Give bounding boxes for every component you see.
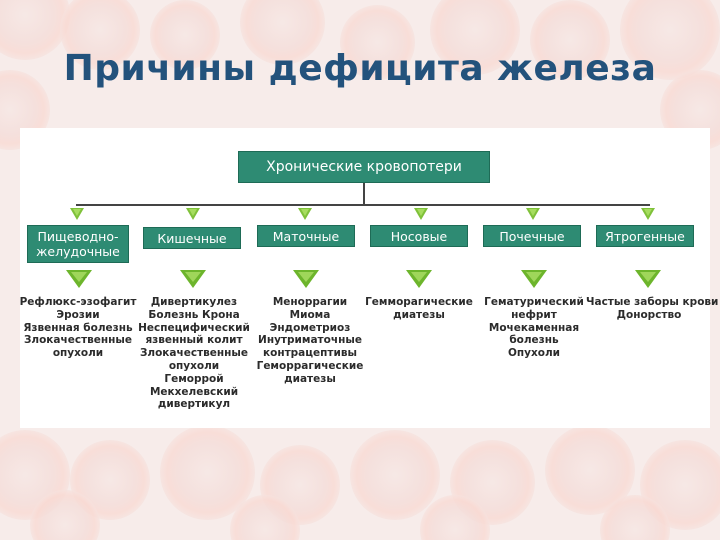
list-item: Инутриматочные — [258, 334, 362, 347]
items-nasal: Гемморагические диатезы — [363, 296, 475, 322]
category-uterine: Маточные — [257, 225, 355, 247]
category-label: Маточные — [272, 228, 340, 244]
list-item: Эндометриоз — [269, 321, 351, 334]
root-connector — [363, 183, 365, 205]
branch-arrow-6 — [641, 208, 655, 220]
branch-arrow-4 — [414, 208, 428, 220]
list-item: болезнь — [509, 334, 559, 347]
category-label: Почечные — [499, 228, 565, 244]
branch-arrow-2 — [186, 208, 200, 220]
down-arrow-4 — [406, 270, 432, 288]
items-iatrogenic: Частые заборы крови Донорство — [586, 296, 719, 322]
list-item: диатезы — [284, 372, 336, 385]
down-arrow-6 — [635, 270, 661, 288]
items-uterine: Меноррагии Миома Эндометриоз Инутриматоч… — [250, 296, 370, 386]
category-label: Ятрогенные — [605, 228, 685, 244]
list-item: контрацептивы — [262, 347, 358, 360]
page-title: Причины дефицита железа — [63, 48, 657, 89]
category-label: Носовые — [390, 228, 448, 244]
list-item: опухоли — [168, 359, 220, 372]
list-item: нефрит — [511, 308, 557, 321]
list-item: Дивертикулез — [150, 296, 238, 308]
list-item: Мекхелевский — [149, 385, 239, 398]
category-intestinal: Кишечные — [143, 227, 241, 249]
list-item: Злокачественные — [23, 334, 133, 347]
list-item: Гематурический — [484, 296, 584, 308]
list-item: Гемморагические — [365, 296, 473, 308]
down-arrow-3 — [293, 270, 319, 288]
branch-line — [76, 204, 650, 206]
down-arrow-1 — [66, 270, 92, 288]
list-item: Неспецифический — [138, 321, 250, 334]
list-item: Донорство — [616, 308, 682, 321]
category-renal: Почечные — [483, 225, 581, 247]
branch-arrow-1 — [70, 208, 84, 220]
list-item: Геморрагические — [256, 359, 364, 372]
down-arrow-2 — [180, 270, 206, 288]
category-label: Кишечные — [157, 230, 227, 246]
branch-arrow-5 — [526, 208, 540, 220]
list-item: диатезы — [393, 308, 445, 321]
category-nasal: Носовые — [370, 225, 468, 247]
category-esophagogastric: Пищеводно- желудочные — [27, 225, 129, 263]
category-iatrogenic: Ятрогенные — [596, 225, 694, 247]
list-item: Злокачественные — [139, 347, 249, 360]
list-item: Опухоли — [507, 347, 561, 360]
category-label-line: Пищеводно- — [37, 229, 119, 244]
list-item: Болезнь Крона — [148, 308, 240, 321]
list-item: язвенный колит — [145, 334, 243, 347]
list-item: Меноррагии — [272, 296, 348, 308]
list-item: Частые заборы крови — [586, 296, 719, 308]
list-item: Эрозии — [56, 308, 100, 321]
root-node: Хронические кровопотери — [238, 151, 490, 183]
items-renal: Гематурический нефрит Мочекаменная болез… — [476, 296, 592, 360]
list-item: Язвенная болезнь — [23, 321, 133, 334]
list-item: Рефлюкс-эзофагит — [19, 296, 137, 308]
list-item: Мочекаменная — [488, 321, 580, 334]
items-intestinal: Дивертикулез Болезнь Крона Неспецифическ… — [136, 296, 252, 411]
category-label-line: желудочные — [36, 244, 120, 259]
list-item: опухоли — [52, 347, 104, 360]
down-arrow-5 — [521, 270, 547, 288]
list-item: Геморрой — [164, 372, 224, 385]
list-item: Миома — [289, 308, 331, 321]
branch-arrow-3 — [298, 208, 312, 220]
list-item: дивертикул — [157, 398, 231, 411]
items-esophagogastric: Рефлюкс-эзофагит Эрозии Язвенная болезнь… — [18, 296, 138, 360]
